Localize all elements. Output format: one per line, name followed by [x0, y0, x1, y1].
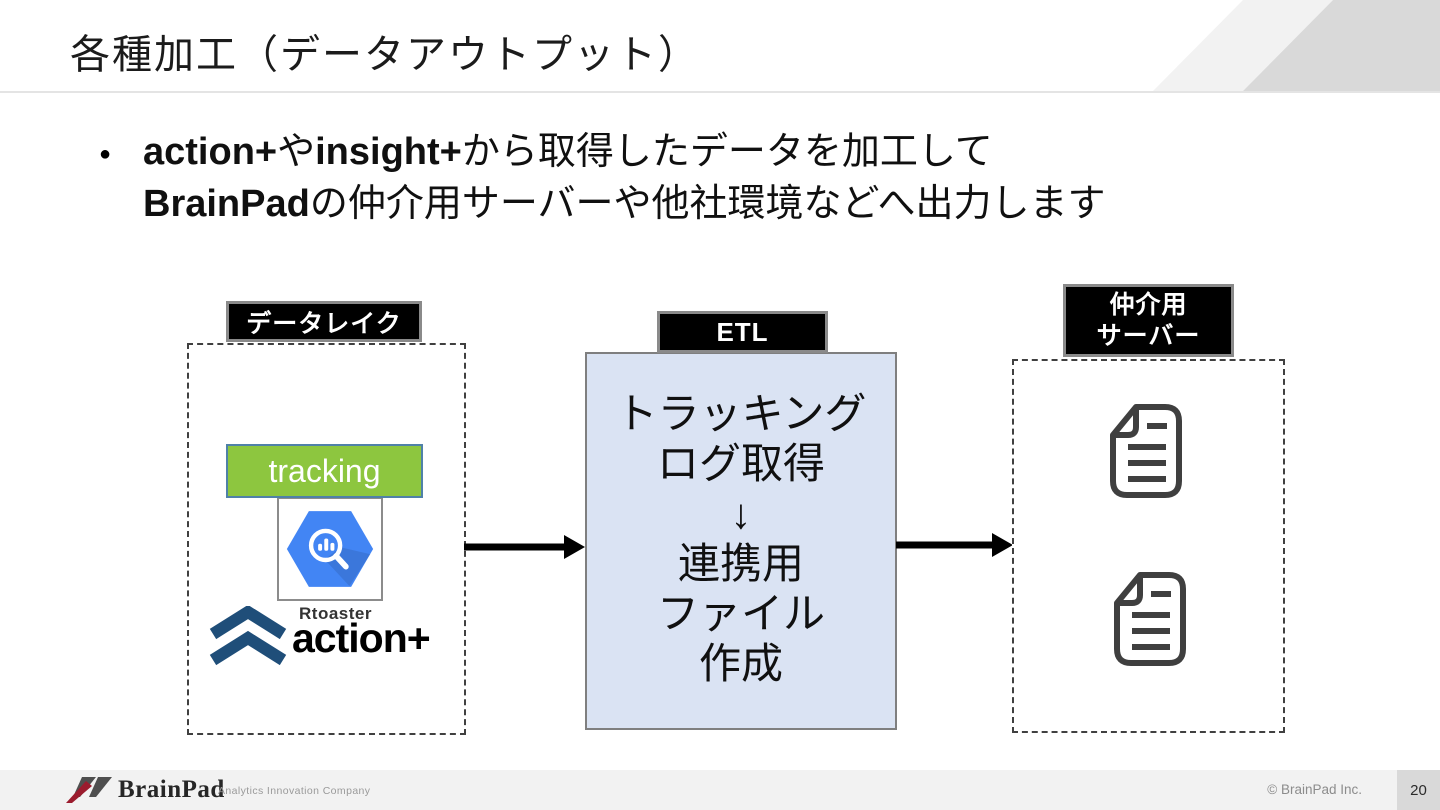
bullet-line-1: action+やinsight+から取得したデータを加工して — [143, 131, 993, 173]
copyright-text: © BrainPad Inc. — [1267, 782, 1362, 797]
etl-box: トラッキング ログ取得 ↓ 連携用 ファイル 作成 — [585, 352, 897, 730]
bullet-line-2: BrainPadの仲介用サーバーや他社環境などへ出力します — [143, 183, 1106, 225]
etl-line: 作成 — [698, 642, 783, 688]
document-icon — [1110, 404, 1182, 498]
etl-label: ETL — [657, 311, 828, 353]
rtoaster-product-text: action+ — [292, 615, 431, 661]
arrow-right-icon — [896, 533, 1013, 557]
rtoaster-brand-text: Rtoaster — [299, 604, 372, 623]
slide-header: 各種加工（データアウトプット） — [0, 0, 1440, 93]
data-lake-label: データレイク — [226, 301, 422, 342]
diagonal-stripes-decor-icon — [1153, 0, 1440, 91]
proxy-label-line2: サーバー — [1096, 321, 1201, 350]
etl-line: トラッキング — [615, 392, 867, 438]
document-icon — [1114, 572, 1186, 666]
slide-footer: BrainPad Analytics Innovation Company © … — [0, 770, 1440, 810]
bigquery-icon — [286, 511, 374, 587]
etl-line: ファイル — [656, 592, 825, 638]
etl-line: 連携用 — [677, 542, 804, 588]
brainpad-tagline: Analytics Innovation Company — [218, 785, 371, 797]
rtoaster-double-chevron-icon — [209, 606, 287, 666]
arrow-right-icon — [464, 535, 585, 559]
bigquery-container — [277, 497, 383, 601]
page-title: 各種加工（データアウトプット） — [70, 32, 700, 77]
page-number: 20 — [1397, 770, 1440, 810]
tracking-box: tracking — [226, 444, 423, 498]
brainpad-logo-text: BrainPad — [118, 776, 225, 803]
bullet-text: action+やinsight+から取得したデータを加工して BrainPadの… — [143, 126, 1106, 230]
etl-line: ログ取得 — [656, 442, 825, 488]
down-arrow-glyph: ↓ — [730, 492, 752, 538]
bullet-marker: ● — [99, 143, 112, 165]
brainpad-mark-icon — [66, 777, 112, 803]
proxy-server-label: 仲介用 サーバー — [1063, 284, 1234, 357]
proxy-label-line1: 仲介用 — [1109, 290, 1188, 319]
